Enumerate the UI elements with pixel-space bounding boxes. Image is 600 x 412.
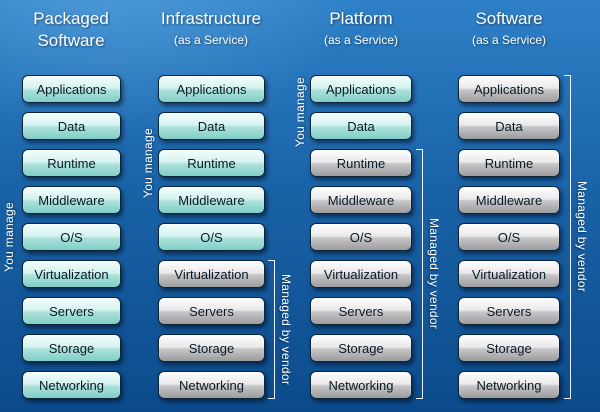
layer-box-data: Data [22,112,121,140]
layer-box-servers: Servers [310,297,412,325]
vendor-bracket-iaas [268,260,275,399]
managed-by-vendor-label-iaas: Managed by vendor [279,273,293,386]
vendor-bracket-paas [416,149,423,399]
layer-box-o-s: O/S [22,223,121,251]
column-header-infrastructure: Infrastructure (as a Service) [141,8,281,48]
managed-by-vendor-label-saas: Managed by vendor [575,181,589,293]
column-title: Infrastructure [160,9,262,28]
layer-box-o-s: O/S [458,223,560,251]
layer-box-applications: Applications [310,75,412,103]
layer-box-runtime: Runtime [310,149,412,177]
layer-box-networking: Networking [158,371,265,399]
layer-box-servers: Servers [158,297,265,325]
layer-box-storage: Storage [310,334,412,362]
layer-box-middleware: Middleware [458,186,560,214]
layer-box-servers: Servers [22,297,121,325]
layer-box-runtime: Runtime [158,149,265,177]
layer-box-virtualization: Virtualization [310,260,412,288]
layer-box-middleware: Middleware [22,186,121,214]
layer-box-o-s: O/S [158,223,265,251]
layer-box-data: Data [158,112,265,140]
you-manage-label-iaas: You manage [141,128,155,198]
column-title: Platform [329,9,393,28]
column-subtitle: (as a Service) [173,33,249,47]
layer-box-data: Data [310,112,412,140]
layer-box-storage: Storage [22,334,121,362]
column-subtitle: (as a Service) [471,33,547,47]
layer-box-servers: Servers [458,297,560,325]
you-manage-label-packaged: You manage [2,202,16,272]
column-header-packaged-software: Packaged Software [21,8,121,52]
layer-box-storage: Storage [158,334,265,362]
layer-box-runtime: Runtime [22,149,121,177]
column-header-platform: Platform (as a Service) [291,8,431,48]
layer-box-applications: Applications [458,75,560,103]
column-title: Packaged Software [33,9,109,50]
layer-box-applications: Applications [22,75,121,103]
layer-box-middleware: Middleware [310,186,412,214]
layer-box-virtualization: Virtualization [458,260,560,288]
layer-box-storage: Storage [458,334,560,362]
layer-box-networking: Networking [458,371,560,399]
you-manage-label-paas: You manage [293,77,307,147]
column-subtitle: (as a Service) [323,33,399,47]
managed-by-vendor-label-paas: Managed by vendor [427,218,441,330]
column-title: Software [475,9,543,28]
layer-box-virtualization: Virtualization [158,260,265,288]
layer-box-middleware: Middleware [158,186,265,214]
layer-box-data: Data [458,112,560,140]
layer-box-o-s: O/S [310,223,412,251]
column-header-software: Software (as a Service) [439,8,579,48]
layer-box-runtime: Runtime [458,149,560,177]
layer-box-networking: Networking [310,371,412,399]
layer-box-virtualization: Virtualization [22,260,121,288]
layer-box-networking: Networking [22,371,121,399]
layer-box-applications: Applications [158,75,265,103]
vendor-bracket-saas [564,75,571,399]
